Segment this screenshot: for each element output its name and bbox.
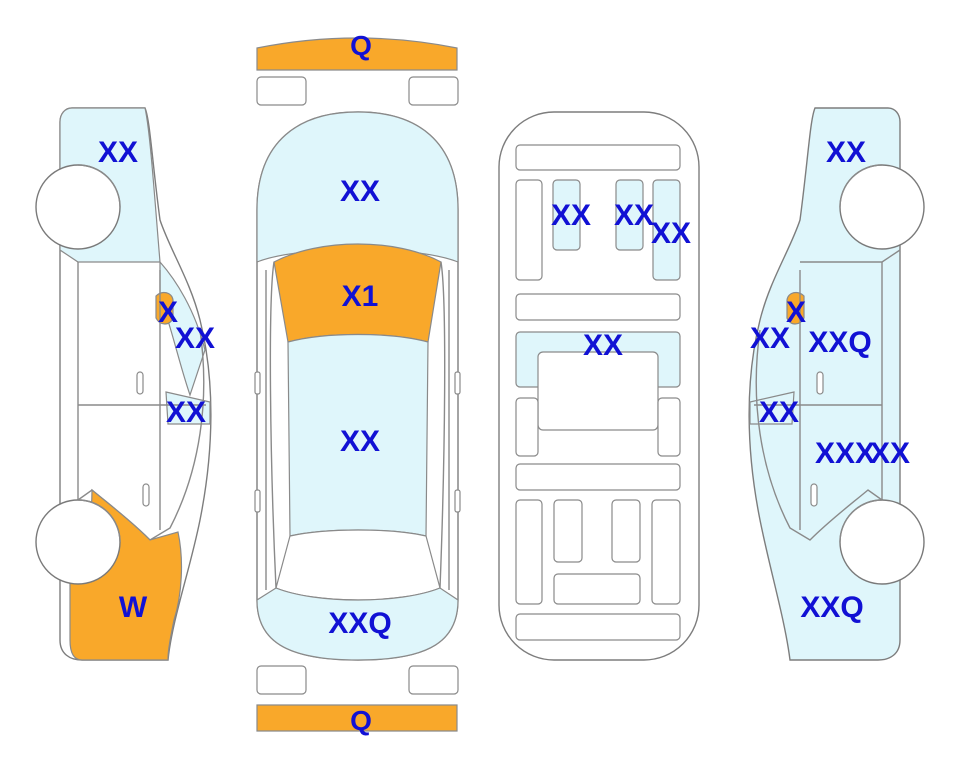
label-left-front-door: XX bbox=[166, 396, 206, 429]
interior-front-right-part[interactable] bbox=[652, 179, 681, 281]
label-right-rear-door-b: XX bbox=[870, 437, 910, 470]
label-int-front-left: XX bbox=[551, 199, 591, 232]
rear-window-part bbox=[275, 529, 441, 601]
interior-view bbox=[498, 111, 700, 661]
label-left-rear-quarter: W bbox=[119, 591, 148, 624]
right-window-part[interactable] bbox=[749, 391, 795, 425]
right-side-view bbox=[748, 107, 925, 661]
label-right-rear-quarter: XXQ bbox=[800, 591, 863, 624]
label-hood: XX bbox=[340, 175, 380, 208]
label-right-mirror: X bbox=[786, 296, 806, 329]
label-rear-bumper: Q bbox=[350, 705, 372, 736]
label-trunk: XXQ bbox=[328, 607, 391, 640]
top-view bbox=[254, 37, 461, 732]
label-windshield: X1 bbox=[342, 280, 379, 313]
interior-front-left-part[interactable] bbox=[552, 179, 581, 251]
label-left-mirror: X bbox=[158, 296, 178, 329]
left-side-view bbox=[35, 107, 212, 661]
interior-front-mid-part[interactable] bbox=[615, 179, 644, 251]
label-roof: XX bbox=[340, 425, 380, 458]
rear-bumper-part[interactable] bbox=[256, 704, 458, 732]
label-int-front-mid: XX bbox=[614, 199, 654, 232]
label-right-front-fender: XX bbox=[826, 136, 866, 169]
label-int-front-right: XX bbox=[651, 217, 691, 250]
rear-left-light bbox=[256, 665, 307, 695]
label-left-a-pillar: XX bbox=[175, 322, 215, 355]
label-right-front-door: XXQ bbox=[808, 326, 871, 359]
left-window-part[interactable] bbox=[165, 391, 211, 425]
front-right-light bbox=[408, 76, 459, 106]
label-left-front-fender: XX bbox=[98, 136, 138, 169]
trunk-part[interactable] bbox=[256, 587, 459, 661]
damage-labels: Q XX X1 XX XXQ Q XX X XX XX W XX XX XX X… bbox=[98, 30, 910, 736]
rear-right-light bbox=[408, 665, 459, 695]
label-right-rear-door-a: XXX bbox=[815, 437, 875, 470]
label-int-center: XX bbox=[583, 329, 623, 362]
front-left-light bbox=[256, 76, 307, 106]
front-bumper-part[interactable] bbox=[256, 37, 458, 71]
label-right-a-pillar: XX bbox=[750, 322, 790, 355]
label-front-bumper: Q bbox=[350, 30, 372, 61]
label-right-window: XX bbox=[759, 396, 799, 429]
